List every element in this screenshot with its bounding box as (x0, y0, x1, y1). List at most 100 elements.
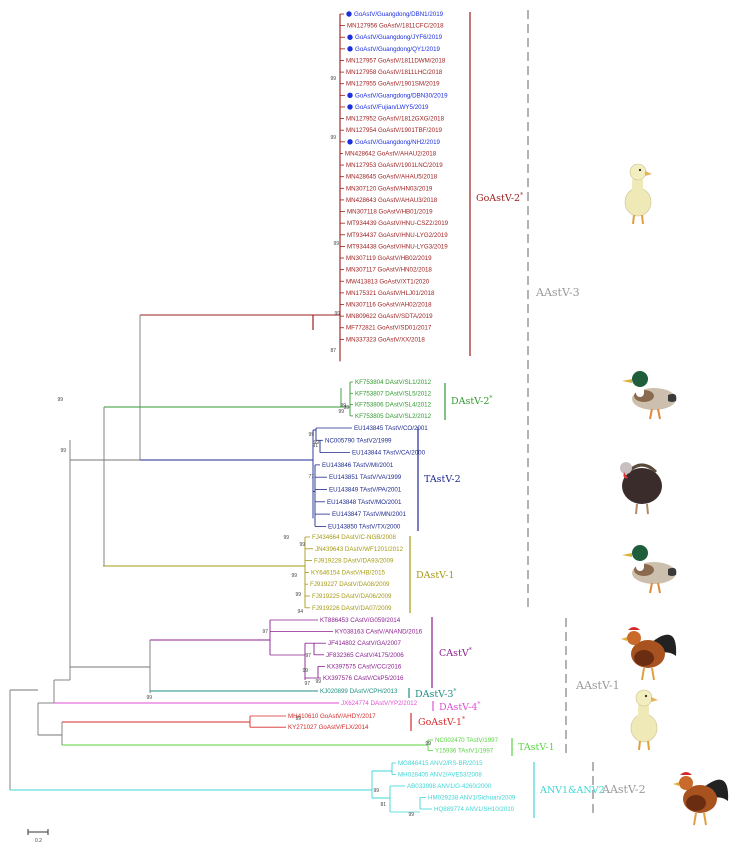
leaf-label: KF753807 DAstV/SL5/2012 (355, 390, 432, 397)
bootstrap-value: 97 (305, 653, 311, 659)
superclade-label-aastv3: AAstV-3 (535, 286, 580, 299)
bootstrap-value: 99 (333, 241, 339, 247)
clade-bar-castv: CAstV* (431, 617, 472, 688)
leaf-label: FJ919225 DAstV/DA06/2009 (312, 593, 392, 600)
bootstrap-value: 94 (297, 609, 303, 615)
leaf-label: MN127958 GoAstV/1811LHC/2018 (346, 69, 443, 76)
bootstrap-value: 99 (315, 679, 321, 685)
leaf-label: GoAstV/Guangdong/JYF6/2019 (355, 34, 443, 41)
leaf-label: MN307118 GoAstV/HB01/2019 (347, 209, 433, 216)
sample-dot-marker (347, 34, 353, 40)
leaf-label: FJ434664 DAstV/C-NGB/2008 (312, 534, 396, 541)
bootstrap-value: 99 (330, 135, 336, 141)
leaf-label: KY038163 CAstV/ANAND/2016 (335, 629, 423, 636)
leaf-label: GoAstV/Guangdong/DBN30/2019 (355, 92, 448, 99)
superclade-label-aastv2: AAstV-2 (601, 783, 646, 796)
leaf-label: GoAstV/Guangdong/NH2/2019 (355, 139, 441, 146)
clade-label-dastv2: DAstV-2* (451, 395, 492, 407)
leaf-label: MN809622 GoAstV/SDTA/2019 (346, 313, 433, 320)
bootstrap-value: 99 (408, 812, 414, 818)
leaf-label: MN428643 GoAstV/AHAU3/2018 (346, 197, 438, 204)
clade-label-goastv2: GoAstV-2* (476, 192, 523, 204)
leaf-label: JN439643 DAstV/WF1201/2012 (315, 546, 404, 553)
sample-dot-marker (347, 139, 353, 145)
bootstrap-value: 99 (425, 741, 431, 747)
clade-label-tastv2: TAstV-2 (424, 474, 461, 485)
clade-bar-dastv2: DAstV-2* (444, 383, 492, 420)
bootstrap-value: 77 (308, 474, 314, 480)
leaf-label: MN307119 GoAstV/HB02/2019 (346, 255, 432, 262)
clade-label-dastv4: DAstV-4* (439, 701, 480, 713)
bootstrap-value: 99 (283, 535, 289, 541)
leaf-label: Y15936 TAstV1/1997 (435, 748, 494, 755)
gosling-icon (630, 689, 659, 751)
leaf-label: MN428645 GoAstV/AHAU5/2018 (346, 174, 438, 181)
turkey-icon (618, 460, 664, 516)
clade-label-anv: ANV1&ANV2 (539, 785, 605, 796)
rooster-icon (620, 626, 678, 681)
clade-bar-goastv2: GoAstV-2* (469, 12, 523, 356)
mallard-duck-icon (621, 544, 678, 594)
clade-bar-goastv1: GoAstV-1* (410, 713, 465, 731)
bootstrap-value: 99 (302, 668, 308, 674)
leaf-label: MT934437 GoAstV/HNU-LYG2/2019 (347, 232, 448, 239)
leaf-label: KX397576 CAstV/CkP5/2016 (323, 675, 404, 682)
leaf-label: MN307120 GoAstV/HN03/2019 (346, 185, 433, 192)
bootstrap-values: 99 99 99 99 99 99 99 99 99 97 99 97 87 9… (57, 76, 431, 818)
leaf-label: EU143848 TAstV/MO/2001 (327, 499, 402, 506)
leaf-label: MG846415 ANV2/RS-BR/2015 (398, 760, 483, 767)
bootstrap-value: 99 (291, 573, 297, 579)
bootstrap-value: 99 (60, 448, 66, 454)
clade-label-dastv3: DAstV-3* (415, 688, 456, 700)
bootstrap-value: 99 (373, 788, 379, 794)
bootstrap-value: 99 (340, 403, 346, 409)
bootstrap-value: 91 (312, 443, 318, 449)
superclade-aastv3: AAstV-3 (527, 10, 580, 612)
leaf-label: JX624774 DAstV/YP2/2012 (341, 700, 418, 707)
bootstrap-value: 99 (313, 440, 319, 446)
scale-bar-label: 0.2 (35, 838, 42, 844)
bootstrap-value: 99 (338, 409, 344, 415)
bootstrap-value: 97 (304, 681, 310, 687)
clade-label-castv: CAstV* (439, 647, 472, 659)
clade-label-dastv1: DAstV-1 (416, 570, 454, 581)
clade-bar-dastv3: DAstV-3* (408, 688, 456, 700)
leaf-label: NC005790 TAstV2/1999 (325, 437, 392, 444)
leaf-label: FJ919226 DAstV/DA07/2009 (312, 605, 392, 612)
leaf-label: EU143846 TAstV/MI/2001 (322, 462, 394, 469)
leaf-label: MN428642 GoAstV/AHAU2/2018 (345, 150, 437, 157)
leaf-label: AB033998 ANV1/G-4260/2000 (407, 783, 492, 790)
leaf-label: MN307117 GoAstV/HN02/2018 (346, 267, 432, 274)
leaf-label: KF753805 DAstV/SL2/2012 (355, 413, 432, 420)
leaf-label: MN127952 GoAstV/1812GXG/2018 (346, 116, 445, 123)
leaf-label: JF832365 CAstV/4175/2006 (326, 652, 404, 659)
leaf-label: GoAstV/Fujian/LWY5/2019 (355, 104, 429, 111)
tree-branches (9, 13, 433, 813)
leaf-label: MH028405 ANV2/AVE53/2008 (398, 772, 482, 779)
leaf-label: MN337323 GoAstV/XX/2018 (346, 336, 425, 343)
superclade-aastv2: AAstV-2 (592, 762, 646, 818)
mallard-duck-icon (621, 370, 678, 420)
leaf-label: MF772821 GoAstV/SD01/2017 (346, 325, 432, 332)
leaf-label: EU143845 TAstV/CO/2001 (354, 425, 428, 432)
leaf-label: HM029238 ANV1/Sichuan/2009 (428, 795, 516, 802)
leaf-label: MN127953 GoAstV/1901LNC/2019 (346, 162, 443, 169)
sample-dot-marker (347, 92, 353, 99)
leaf-label: FJ919227 DAstV/DA08/2009 (310, 581, 390, 588)
bootstrap-value: 99 (308, 432, 314, 438)
leaf-label: MN127956 GoAstV/1811CFC/2018 (347, 23, 444, 30)
gosling-icon (624, 163, 653, 225)
leaf-label: NC002470 TAstV/1997 (435, 737, 499, 744)
bootstrap-value: 99 (299, 542, 305, 548)
leaf-label: MT934438 GoAstV/HNU-LYG3/2019 (347, 243, 448, 250)
leaf-label: MT934439 GoAstV/HNU-CSZ2/2019 (347, 220, 449, 227)
bootstrap-value: 99 (330, 76, 336, 82)
leaf-label: MN127957 GoAstV/1811DWM/2018 (346, 57, 446, 64)
bootstrap-value: 99 (343, 405, 349, 411)
bootstrap-value: 87 (330, 348, 336, 354)
leaf-label: KX397575 CAstV/CC/2016 (327, 663, 402, 670)
bootstrap-value: 99 (295, 592, 301, 598)
leaf-label: EU143850 TAstV/TX/2000 (328, 523, 401, 530)
